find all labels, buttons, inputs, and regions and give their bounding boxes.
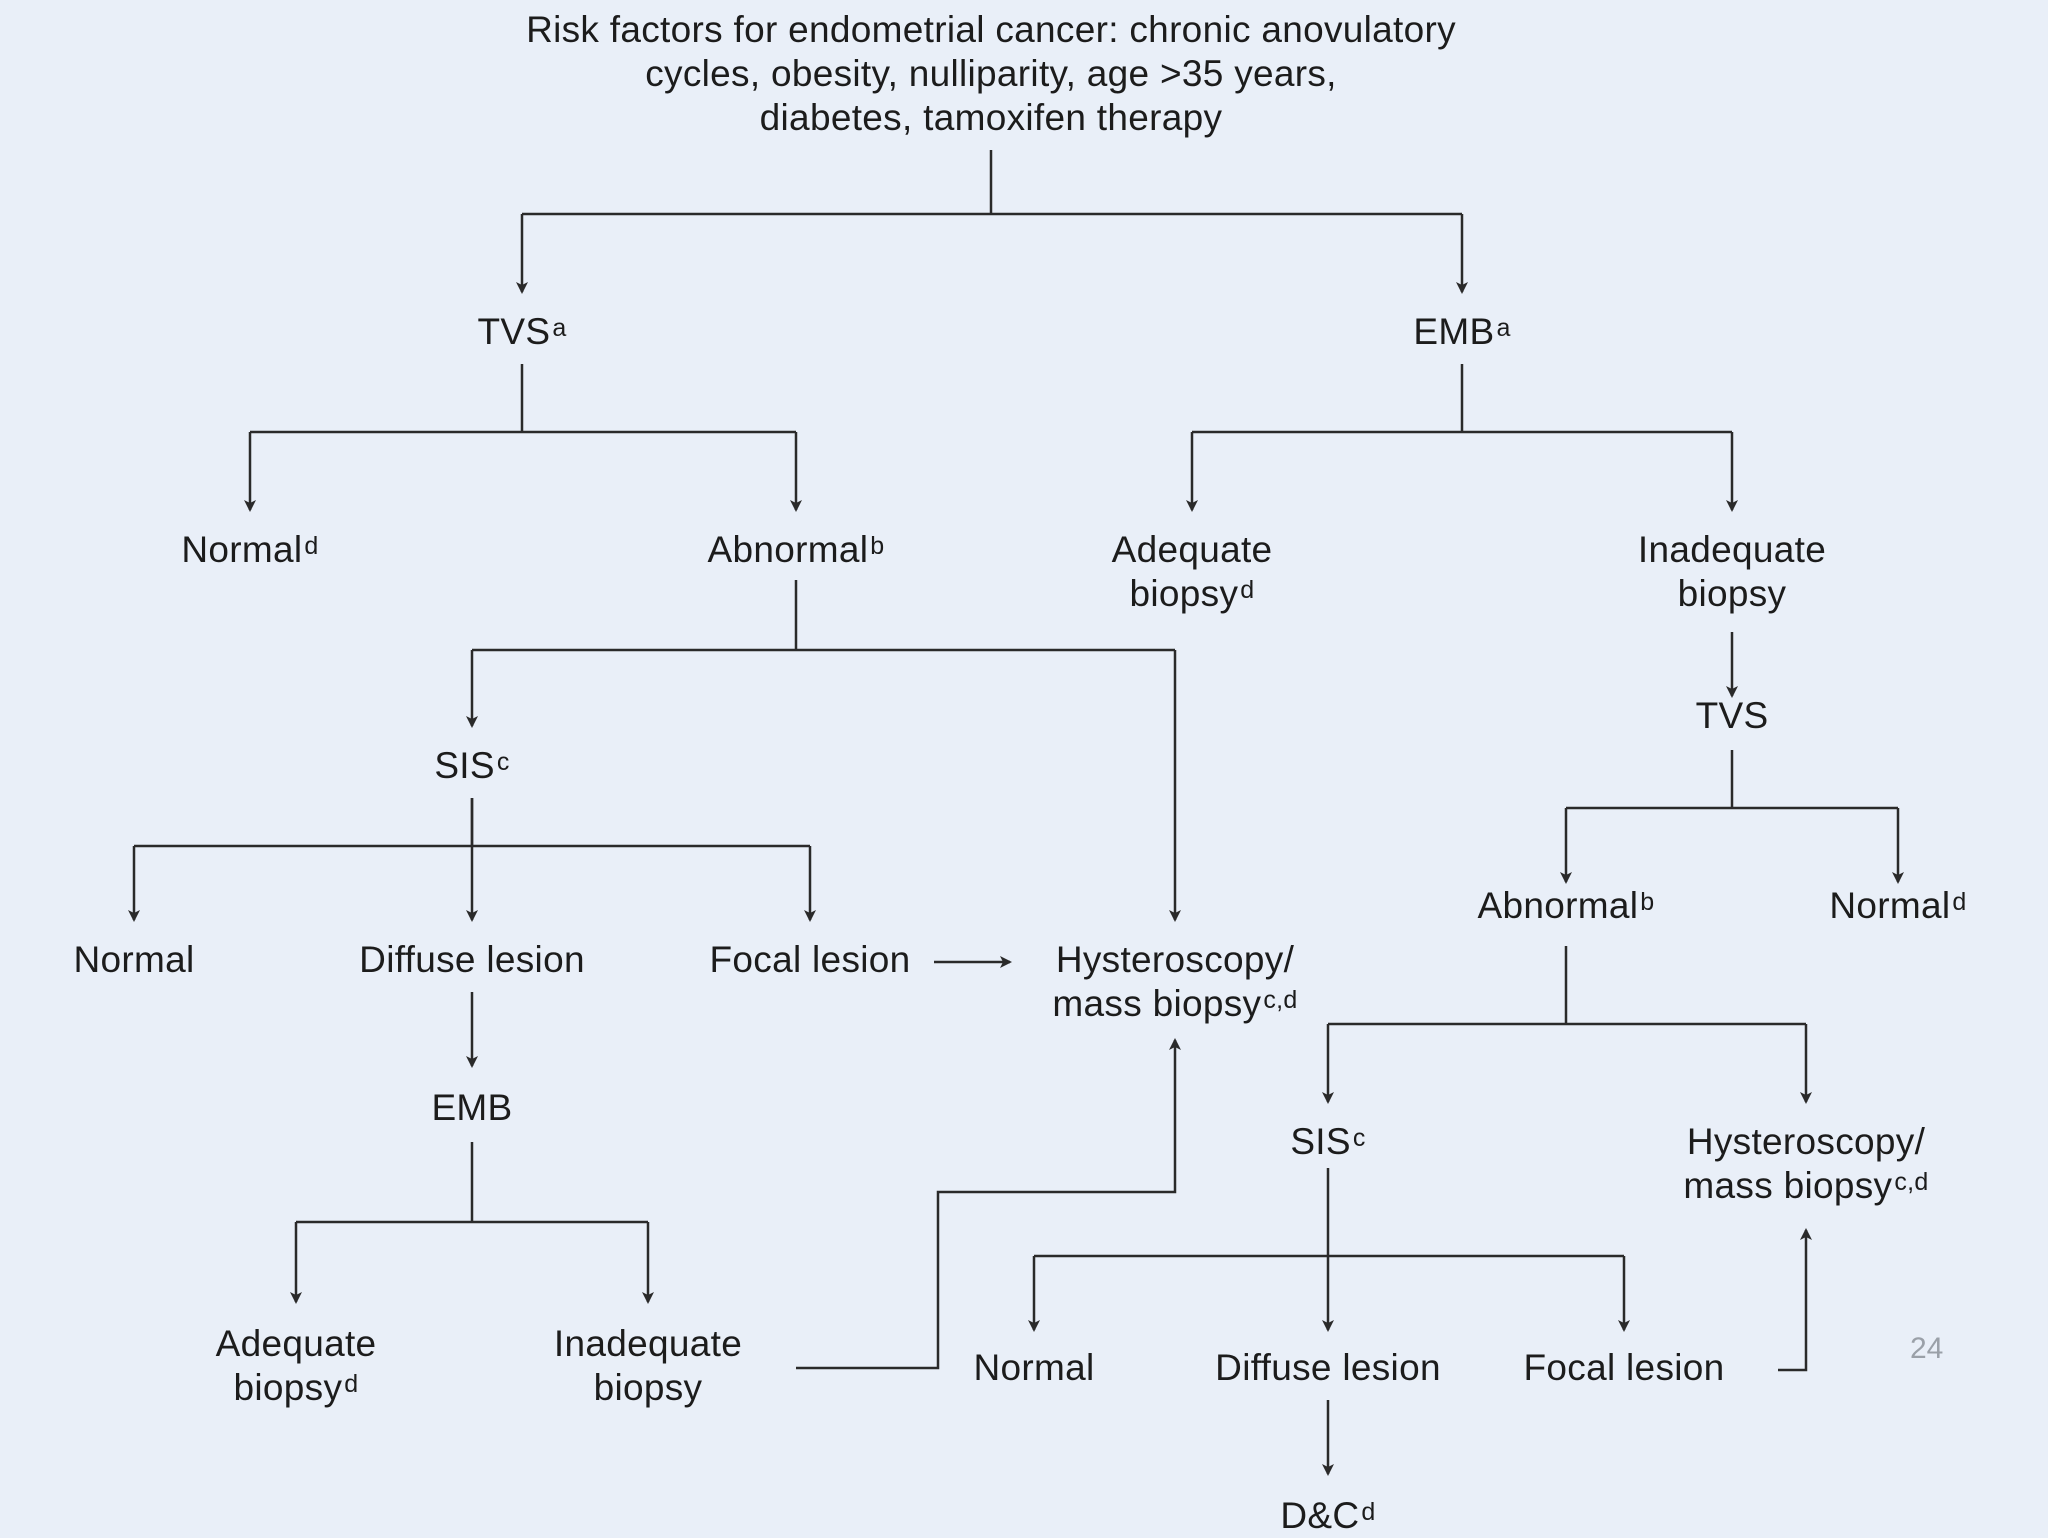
node-sis-right-diffuse: Diffuse lesion bbox=[1215, 1346, 1441, 1390]
node-footnote: c,d bbox=[1263, 986, 1298, 1014]
title-line-2: cycles, obesity, nulliparity, age >35 ye… bbox=[645, 53, 1337, 94]
node-label: D&C bbox=[1280, 1495, 1360, 1536]
title-line-1: Risk factors for endometrial cancer: chr… bbox=[526, 9, 1456, 50]
node-label: Normal bbox=[973, 1347, 1095, 1388]
node-sis-left-normal: Normal bbox=[73, 938, 194, 982]
node-tvs-right: TVS bbox=[1696, 694, 1769, 738]
node-label: Normal bbox=[1829, 885, 1951, 926]
node-label: Normal bbox=[73, 939, 195, 980]
connector-inadequate-to-hysteroscopy bbox=[796, 1038, 1181, 1370]
node-emb-left-inadequate: Inadequate biopsy bbox=[554, 1322, 742, 1410]
node-sis-right-normal: Normal bbox=[973, 1346, 1094, 1390]
node-emb-top: EMBa bbox=[1413, 310, 1510, 354]
node-label: Abnormal bbox=[707, 529, 869, 570]
node-sis-left-focal: Focal lesion bbox=[709, 938, 910, 982]
node-label-line-2: biopsyd bbox=[233, 1367, 359, 1408]
node-label: EMB bbox=[1413, 311, 1495, 352]
node-footnote: b bbox=[870, 532, 885, 560]
node-footnote: d bbox=[344, 1370, 359, 1398]
node-footnote: a bbox=[552, 314, 567, 342]
node-hysteroscopy-right: Hysteroscopy/ mass biopsyc,d bbox=[1683, 1120, 1928, 1208]
node-label: Diffuse lesion bbox=[359, 939, 585, 980]
node-label: EMB bbox=[431, 1087, 513, 1128]
node-emb-inadequate: Inadequate biopsy bbox=[1638, 528, 1826, 616]
node-footnote: c bbox=[496, 748, 510, 776]
node-label: TVS bbox=[1695, 695, 1769, 736]
node-label: Diffuse lesion bbox=[1215, 1347, 1441, 1388]
risk-factors-title: Risk factors for endometrial cancer: chr… bbox=[526, 8, 1456, 140]
node-label: SIS bbox=[1290, 1121, 1351, 1162]
node-label-line-1: Hysteroscopy/ bbox=[1055, 939, 1295, 980]
node-label: Focal lesion bbox=[1523, 1347, 1725, 1388]
node-label-line-1: Inadequate bbox=[553, 1323, 743, 1364]
node-dnc: D&Cd bbox=[1280, 1494, 1375, 1538]
node-label-line-1: Adequate bbox=[215, 1323, 377, 1364]
node-label: Focal lesion bbox=[709, 939, 911, 980]
node-right-normal: Normald bbox=[1829, 884, 1966, 928]
node-emb-left-adequate: Adequate biopsyd bbox=[216, 1322, 377, 1410]
node-emb-left: EMB bbox=[431, 1086, 512, 1130]
node-label-line-2: biopsy bbox=[593, 1367, 703, 1408]
node-footnote: c bbox=[1352, 1124, 1366, 1152]
node-hysteroscopy-center: Hysteroscopy/ mass biopsyc,d bbox=[1052, 938, 1297, 1026]
node-tvs-abnormal: Abnormalb bbox=[708, 528, 885, 572]
node-label: Abnormal bbox=[1477, 885, 1639, 926]
node-sis-right: SISc bbox=[1290, 1120, 1365, 1164]
node-right-abnormal: Abnormalb bbox=[1478, 884, 1655, 928]
node-label-line-2: biopsy bbox=[1677, 573, 1787, 614]
node-footnote: d bbox=[1361, 1498, 1376, 1526]
title-line-3: diabetes, tamoxifen therapy bbox=[759, 97, 1223, 138]
node-footnote: d bbox=[304, 532, 319, 560]
node-label: SIS bbox=[434, 745, 495, 786]
node-tvs-top: TVSa bbox=[477, 310, 566, 354]
node-label: TVS bbox=[477, 311, 551, 352]
node-sis-left-diffuse: Diffuse lesion bbox=[359, 938, 585, 982]
page-number: 24 bbox=[1910, 1332, 1944, 1365]
node-footnote: d bbox=[1240, 576, 1255, 604]
connector-focal-to-hysteroscopy-right bbox=[1778, 1228, 1812, 1372]
node-sis-right-focal: Focal lesion bbox=[1523, 1346, 1724, 1390]
node-label-line-2: biopsyd bbox=[1129, 573, 1255, 614]
node-footnote: a bbox=[1496, 314, 1511, 342]
node-label-line-1: Inadequate bbox=[1637, 529, 1827, 570]
node-label-line-1: Hysteroscopy/ bbox=[1686, 1121, 1926, 1162]
node-label-line-2: mass biopsyc,d bbox=[1052, 983, 1298, 1024]
node-label-line-2: mass biopsyc,d bbox=[1683, 1165, 1929, 1206]
node-emb-adequate: Adequate biopsyd bbox=[1112, 528, 1273, 616]
node-footnote: d bbox=[1952, 888, 1967, 916]
node-footnote: b bbox=[1640, 888, 1655, 916]
node-footnote: c,d bbox=[1894, 1168, 1929, 1196]
node-label-line-1: Adequate bbox=[1111, 529, 1273, 570]
node-sis-left: SISc bbox=[434, 744, 509, 788]
node-label: Normal bbox=[181, 529, 303, 570]
node-tvs-normal: Normald bbox=[181, 528, 318, 572]
